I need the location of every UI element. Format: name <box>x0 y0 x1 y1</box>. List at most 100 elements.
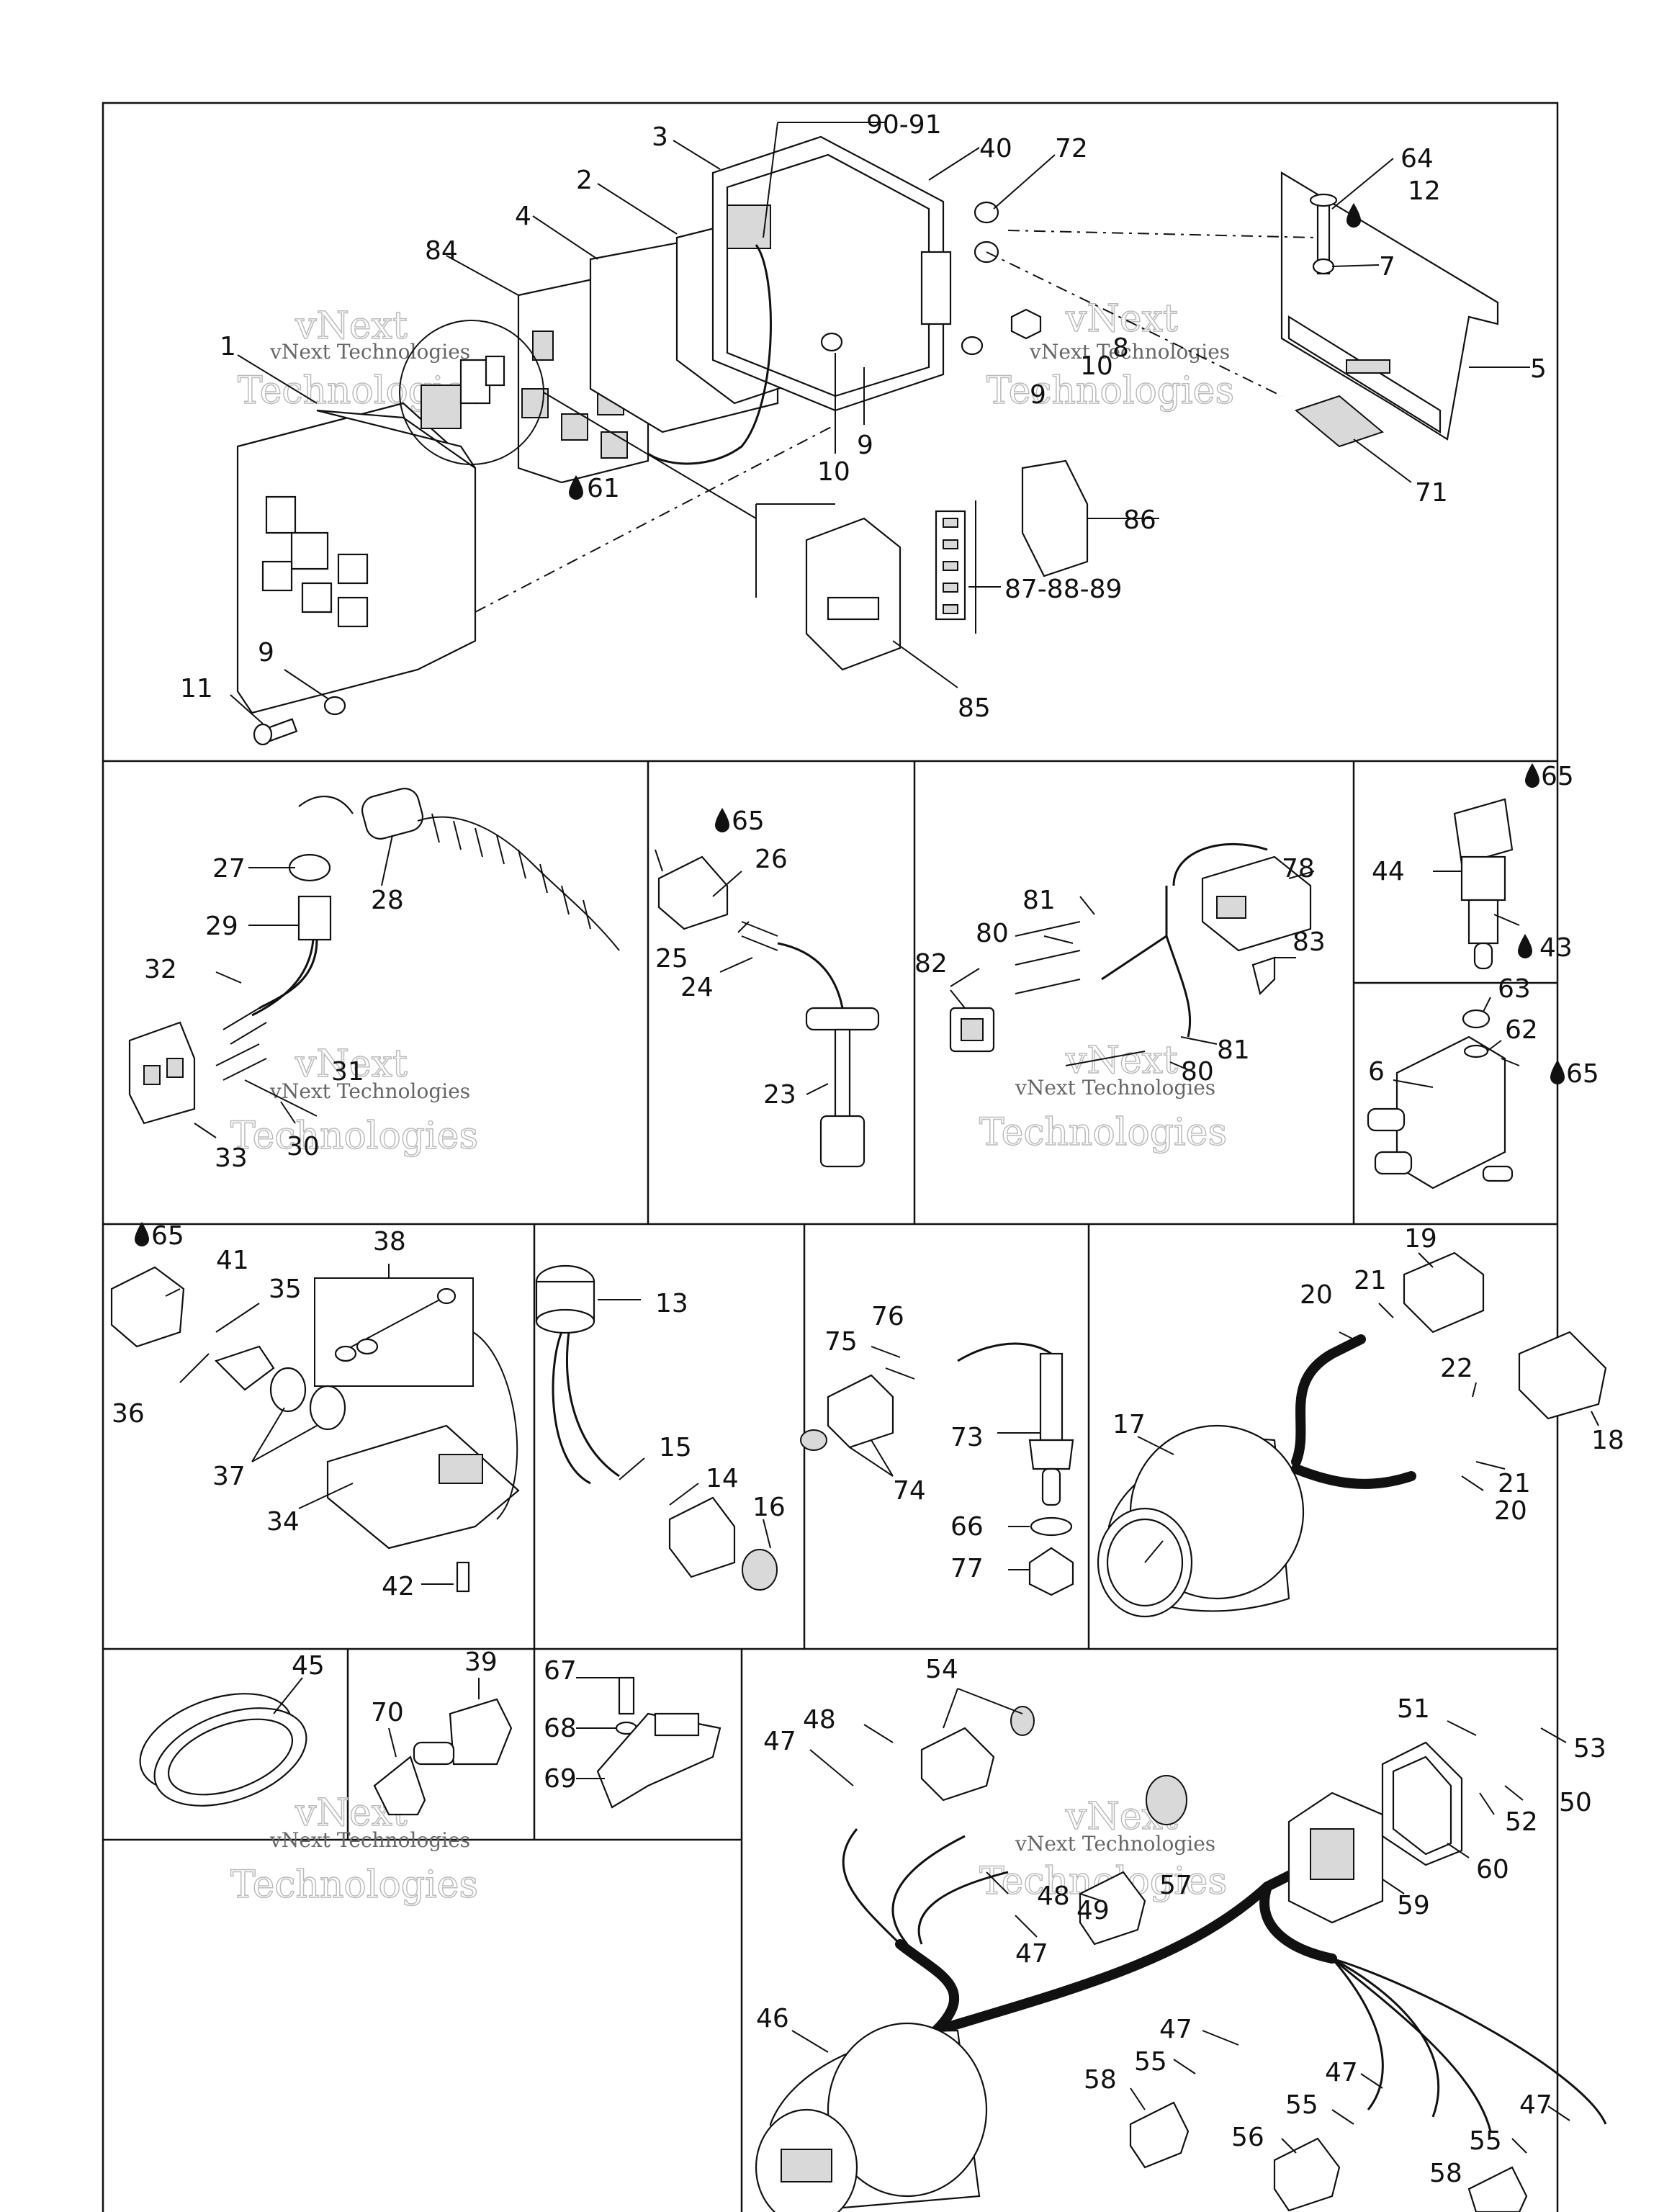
callout-label: 65 <box>1541 762 1574 791</box>
callout-label: 50 <box>1559 1788 1592 1817</box>
connector-housing-part <box>668 1496 736 1578</box>
callout-label: 59 <box>1397 1891 1430 1920</box>
temperature-probe-part <box>1028 1352 1074 1506</box>
callout-label: 55 <box>1469 2126 1502 2156</box>
housing-part <box>711 135 952 412</box>
callout-label: 26 <box>755 845 788 874</box>
panel-display-module <box>236 135 1499 746</box>
fuse-strip-part <box>935 500 976 634</box>
callout-label: 65 <box>732 806 765 836</box>
watermark-text: vNext Technologies <box>1015 1076 1215 1100</box>
callout-label: 57 <box>1159 1871 1192 1900</box>
speed-sensor-part <box>535 1264 595 1334</box>
nut-part <box>1010 308 1042 340</box>
screw-part <box>253 718 298 746</box>
connector-housing-part <box>657 855 729 930</box>
connector-housing-part <box>1129 2101 1190 2169</box>
callout-label: 7 <box>1379 252 1395 282</box>
panel-main-harness <box>755 1706 1607 2212</box>
callout-label: 60 <box>1476 1855 1509 1884</box>
callout-label: 21 <box>1498 1469 1531 1498</box>
callout-label: 36 <box>112 1399 145 1429</box>
callout-label: 44 <box>1372 857 1405 886</box>
multifunction-gauge-part <box>755 2022 988 2212</box>
callout-label: 3 <box>652 122 668 152</box>
callout-label: 31 <box>331 1057 364 1087</box>
nut-part <box>1462 1009 1491 1029</box>
callout-label: 20 <box>1494 1496 1527 1526</box>
throttle-sensor-body-part <box>326 1424 520 1550</box>
callout-label: 10 <box>1080 351 1113 381</box>
callout-label: 4 <box>515 202 531 231</box>
callout-label: 67 <box>544 1656 577 1686</box>
seal-part <box>800 1429 827 1451</box>
washer-part <box>961 336 984 356</box>
callout-label: 25 <box>655 944 688 974</box>
panel-throttle-sensor <box>110 1266 520 1593</box>
callout-label: 55 <box>1134 2047 1167 2077</box>
callout-label: 66 <box>950 1512 984 1542</box>
panel-bezel-ring <box>139 1693 307 1807</box>
panel-fuel-sender <box>657 855 880 1168</box>
callout-label: 41 <box>216 1246 249 1275</box>
callout-label: 72 <box>1055 134 1088 163</box>
panel-sensor-39 <box>373 1698 513 1816</box>
terminal-pins <box>1015 921 1146 1066</box>
watermark-text: vNext Technologies <box>1015 1832 1215 1856</box>
panel-lanyard-switch <box>128 788 620 1125</box>
callout-label: 16 <box>752 1493 786 1522</box>
watermark-text: vNext <box>295 305 408 348</box>
callout-label: 52 <box>1505 1807 1538 1837</box>
callout-label: 9 <box>1030 380 1046 410</box>
panel-temp-sensor <box>1453 798 1514 970</box>
callout-label: 68 <box>544 1714 577 1743</box>
panel-solenoid <box>1367 1009 1514 1190</box>
callout-label: 9 <box>258 638 274 667</box>
connector-housing-part <box>1273 2137 1341 2212</box>
washer-part <box>1030 1516 1073 1537</box>
callout-label: 35 <box>269 1274 302 1304</box>
callout-label: 18 <box>1591 1426 1624 1455</box>
callout-label: 82 <box>914 949 948 979</box>
washer-part <box>820 332 843 352</box>
panel-grid <box>102 102 1559 2212</box>
washer-part <box>323 696 346 716</box>
connector-housing-part <box>949 1007 995 1053</box>
tachometer-gauge-part <box>1097 1424 1305 1618</box>
callout-label: 69 <box>544 1764 577 1794</box>
callout-label: 74 <box>893 1476 926 1506</box>
panel-temp-probe <box>800 1342 1074 1596</box>
callout-label: 47 <box>1159 2015 1192 2044</box>
callout-label: 40 <box>979 134 1012 163</box>
sensor-part <box>413 1698 513 1766</box>
connector-housing-part <box>827 1374 894 1449</box>
screw-part <box>456 1561 470 1593</box>
callout-label: 54 <box>925 1655 958 1684</box>
callout-label: 85 <box>958 693 991 723</box>
fuel-level-sensor-part <box>805 1007 880 1168</box>
callout-label: 47 <box>1015 1939 1048 1969</box>
callout-labels: 1 2 3 4 84 90-91 40 72 64 12 7 8 10 9 5 … <box>112 110 1624 2188</box>
connector-housing-part <box>110 1266 185 1348</box>
watermark-text: vNext <box>1065 1039 1178 1082</box>
bracket-part <box>596 1712 721 1809</box>
watermark-text: vNext <box>295 1043 408 1086</box>
seal-part <box>742 1549 778 1591</box>
callout-label: 83 <box>1292 927 1326 957</box>
connector-housing-part <box>128 1021 196 1125</box>
callout-label: 47 <box>1519 2090 1552 2120</box>
callout-label: 29 <box>205 912 238 941</box>
nut-part <box>1028 1547 1074 1596</box>
callout-label: 22 <box>1440 1354 1473 1383</box>
callout-label: 53 <box>1573 1734 1606 1763</box>
callout-label: 86 <box>1123 505 1156 535</box>
callout-label: 47 <box>763 1727 796 1756</box>
callout-label: 71 <box>1415 478 1448 508</box>
callout-label: 80 <box>1181 1057 1214 1087</box>
callout-label: 48 <box>803 1705 836 1735</box>
callout-label: 76 <box>871 1302 904 1331</box>
connector-boot-part <box>1381 1741 1463 1866</box>
watermark-text: Technologies <box>230 1863 478 1907</box>
callout-label: 87-88-89 <box>1004 575 1122 604</box>
